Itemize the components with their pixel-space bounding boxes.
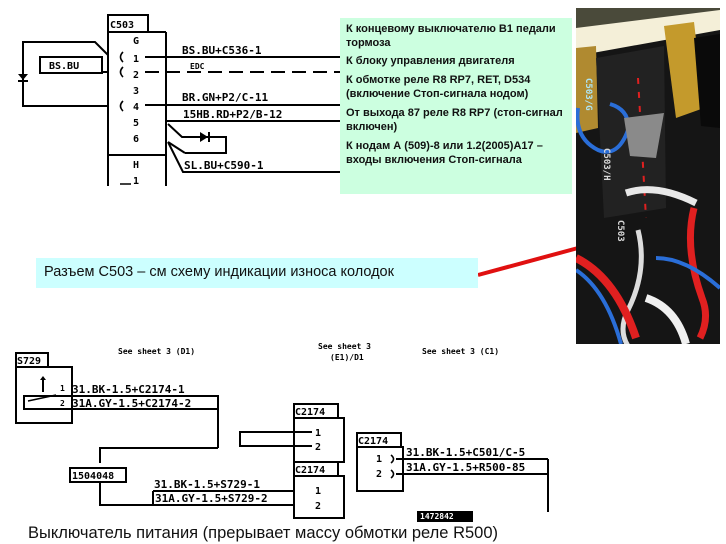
pin-4-label: 4 [133,102,139,113]
wire-6-label: SL.BU+C590-1 [184,159,264,172]
connector-photo: C503/G C503/H C503 [576,8,720,344]
s729-pin-2: 2 [60,399,65,408]
wire-right-1-label: 31.BK-1.5+C501/C-5 [406,446,525,459]
c503-label: C503 [110,20,134,31]
pin-6-label: 6 [133,134,139,145]
note-brake-switch: К концевому выключателю В1 педали тормоз… [346,23,556,49]
c2174-lower: C2174 1 2 [293,461,345,519]
plug-icon [390,454,395,464]
photo-label-c503: C503 [615,220,625,242]
pin-2-label: 2 [133,70,139,81]
switch-actuator-icon [40,376,46,380]
pin-1-label: 1 [133,54,139,65]
bottom-ref-box [417,511,473,522]
c2174-right-pin-1: 1 [376,454,382,465]
diode-icon [200,132,208,142]
wire-1-label: BS.BU+C536-1 [182,44,262,57]
pin-5-label: 5 [133,118,139,129]
plug-icon [390,469,395,479]
c503-wires: BS.BU+C536-1 EDC BR.GN+P2/C-11 15HB.RD+P… [145,44,340,173]
callout-arrow [477,246,579,277]
socket-icon [119,66,124,78]
diode-icon [18,74,28,80]
wire-s729-2-label: 31A.GY-1.5+C2174-2 [72,397,191,410]
bottom-caption: Выключатель питания (прерывает массу обм… [28,524,499,542]
c2174-right-pin-2: 2 [376,469,382,480]
pin-3-label: 3 [133,86,139,97]
c2174-upper-label: C2174 [295,407,325,418]
wire-s729-1-label: 31.BK-1.5+C2174-1 [72,383,185,396]
wire-splice-1-label: 31.BK-1.5+S729-1 [154,478,260,491]
bs-bu-label: BS.BU [49,61,79,72]
wire-6 [167,141,340,173]
c2174-upper: C2174 1 2 [239,403,345,463]
note-relay-coil: К обмотке реле R8 RP7, RET, D534 (включе… [346,74,531,100]
sheet-ref-c1: See sheet 3 (C1) [422,347,499,356]
note-node-inputs: К нодам А (509)-8 или 1.2(2005)A17 – вхо… [346,140,543,166]
section-h-label: H [133,160,139,171]
c2174-upper-pin-2: 2 [315,442,321,453]
c2174-lower-label: C2174 [295,465,325,476]
splice-label: 1504048 [72,471,114,482]
s729-wires: 31.BK-1.5+C2174-1 31A.GY-1.5+C2174-2 [23,383,219,463]
callout-text: Разъем С503 – см схему индикации износа … [44,264,394,280]
c2174-lower-pin-2: 2 [315,501,321,512]
note-engine-ecu: К блоку управления двигателя [346,55,515,67]
c503-connector: C503 G 1 2 3 4 5 6 H 1 [107,14,167,187]
photo-illustration: C503/G C503/H C503 [576,8,720,344]
sheet-ref-d1: See sheet 3 (D1) [118,347,195,356]
note-relay-output: От выхода 87 реле R8 RP7 (стоп-сигнал вк… [346,107,563,133]
callout-box: Разъем С503 – см схему индикации износа … [36,258,478,288]
sheet-ref-e1-sub: (E1)/D1 [330,353,364,362]
wire-splice-2-label: 31A.GY-1.5+S729-2 [155,492,268,505]
wire-right-2-label: 31A.GY-1.5+R500-85 [406,461,525,474]
c2174-lower-pin-1: 1 [315,486,321,497]
brake-switch-loop: BS.BU [18,41,109,107]
s729-pin-1: 1 [60,384,65,393]
c2174-right-label: C2174 [358,436,388,447]
socket-icon [119,100,124,112]
wire-4-label: BR.GN+P2/C-11 [182,91,268,104]
socket-icon [119,51,124,63]
s729-label: S729 [17,356,41,367]
wire-5-label: 15HB.RD+P2/B-12 [183,108,282,121]
sheet-ref-e1: See sheet 3 [318,342,371,351]
wire-2-label: EDC [190,62,205,71]
splice-1504048: 1504048 31.BK-1.5+S729-1 31A.GY-1.5+S729… [69,467,294,506]
pin-h1-label: 1 [133,176,139,187]
photo-label-c503h: C503/H [601,148,611,181]
section-g-label: G [133,36,139,47]
notes-panel: К концевому выключателю В1 педали тормоз… [340,18,572,194]
c2174-upper-pin-1: 1 [315,428,321,439]
bottom-ref-label: 1472842 [420,512,454,521]
c2174-right: C2174 1 2 31.BK-1.5+C501/C-5 31A.GY-1.5+… [356,432,549,512]
photo-label-c503g: C503/G [583,78,593,111]
s729-switch: S729 1 2 [15,352,73,424]
